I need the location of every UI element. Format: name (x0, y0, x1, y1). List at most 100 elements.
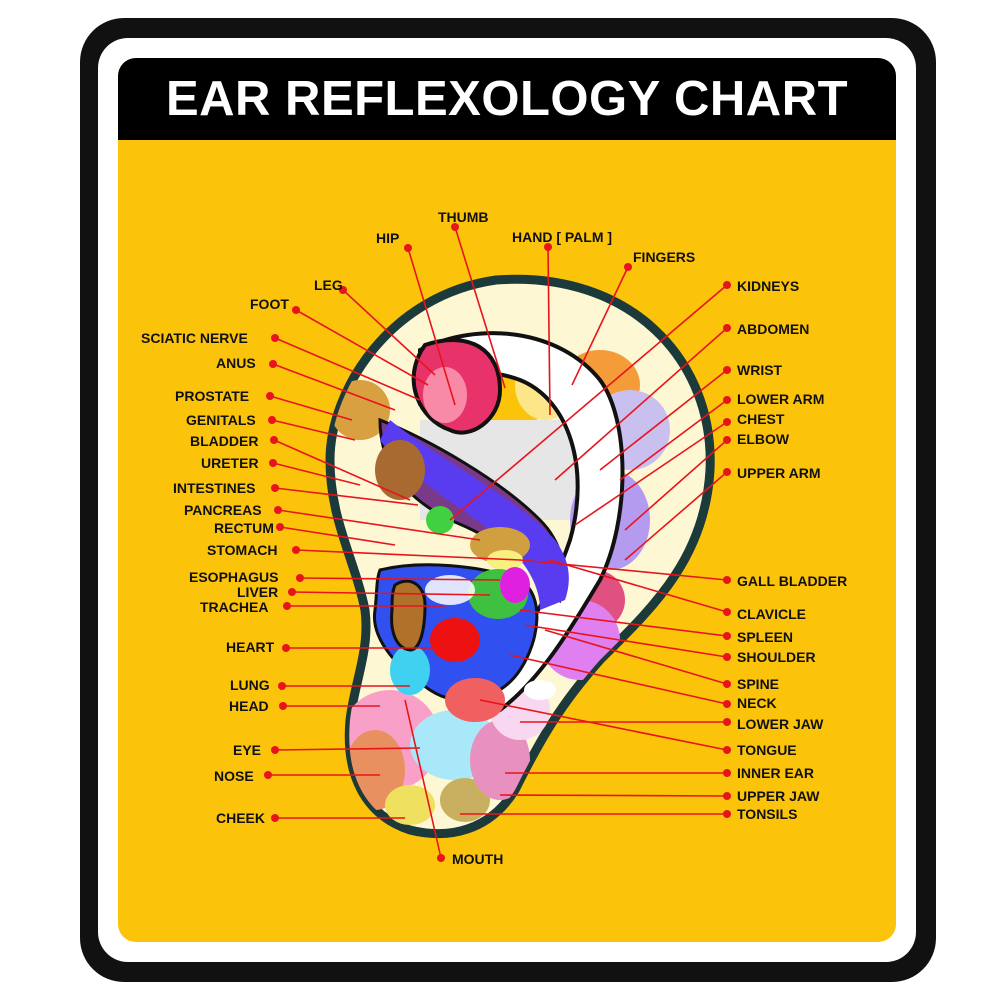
leader-line-upper-arm (624, 471, 728, 561)
leader-line-elbow (624, 439, 728, 531)
leader-dot-kidneys (723, 281, 731, 289)
label-shoulder: SHOULDER (737, 649, 816, 665)
chart-title: EAR REFLEXOLOGY CHART (165, 72, 849, 126)
leader-line-mouth (404, 699, 442, 859)
leader-line-shoulder (524, 624, 728, 658)
leader-line-neck (509, 654, 728, 705)
leader-dot-chest (723, 418, 731, 426)
zone-pancreas (426, 506, 454, 534)
leader-line-lower-arm (619, 399, 728, 481)
label-upper-arm: UPPER ARM (737, 465, 821, 481)
label-genitals: GENITALS (186, 412, 256, 428)
leader-dot-intestines (271, 484, 279, 492)
zone-upper-jaw (470, 720, 530, 800)
leader-dot-heart (282, 644, 290, 652)
leader-line-intestines (274, 487, 419, 506)
label-spleen: SPLEEN (737, 629, 793, 645)
leader-dot-fingers (624, 263, 632, 271)
label-prostate: PROSTATE (175, 388, 249, 404)
label-lung: LUNG (230, 677, 270, 693)
leader-dot-trachea (283, 602, 291, 610)
leader-dot-anus (269, 360, 277, 368)
leader-dot-ureter (269, 459, 277, 467)
leader-line-stomach (295, 549, 521, 561)
zone-lung (390, 645, 430, 695)
label-cheek: CHEEK (216, 810, 265, 826)
leader-line-ureter (272, 462, 361, 486)
label-lower-arm: LOWER ARM (737, 391, 824, 407)
zone-trachea (425, 575, 475, 605)
leader-dot-elbow (723, 436, 731, 444)
leader-dot-stomach (292, 546, 300, 554)
crus-band (380, 420, 569, 610)
leader-dot-inner-ear (723, 769, 731, 777)
label-leg: LEG (314, 277, 343, 293)
label-intestines: INTESTINES (173, 480, 255, 496)
leader-dot-lower-jaw (723, 718, 731, 726)
leader-dot-neck (723, 700, 731, 708)
leader-dot-liver (288, 588, 296, 596)
leader-line-leg (342, 289, 436, 376)
label-pancreas: PANCREAS (184, 502, 262, 518)
label-esophagus: ESOPHAGUS (189, 569, 278, 585)
label-mouth: MOUTH (452, 851, 503, 867)
leader-dot-spleen (723, 632, 731, 640)
leader-line-esophagus (299, 577, 501, 581)
leader-dot-tongue (723, 746, 731, 754)
label-fingers: FINGERS (633, 249, 695, 265)
leader-dot-thumb (451, 223, 459, 231)
leader-line-liver (291, 591, 491, 596)
leader-line-wrist (599, 369, 728, 471)
leader-line-hip (407, 247, 456, 406)
leader-dot-upper-arm (723, 468, 731, 476)
leader-line-tongue (479, 699, 728, 751)
leader-line-spleen (519, 609, 728, 637)
leader-line-spine (544, 629, 728, 685)
leader-dot-upper-jaw (723, 792, 731, 800)
label-heart: HEART (226, 639, 275, 655)
label-eye: EYE (233, 742, 261, 758)
leader-line-prostate (269, 395, 353, 421)
label-wrist: WRIST (737, 362, 783, 378)
leader-line-hand-palm (547, 246, 551, 416)
leader-dot-prostate (266, 392, 274, 400)
leader-dot-sciatic-nerve (271, 334, 279, 342)
leader-line-kidneys (449, 284, 728, 521)
label-rectum: RECTUM (214, 520, 274, 536)
label-thumb: THUMB (438, 209, 489, 225)
title-bar (118, 58, 896, 140)
labels: THUMB HIP HAND [ PALM ] FINGERS LEG FOOT… (141, 209, 847, 867)
leader-line-genitals (271, 419, 356, 441)
label-lower-jaw: LOWER JAW (737, 716, 824, 732)
zone-sciatic (330, 380, 390, 440)
label-hand-palm: HAND [ PALM ] (512, 229, 612, 245)
zone-intestines (375, 440, 425, 500)
label-hip: HIP (376, 230, 399, 246)
leader-line-anus (272, 363, 396, 411)
leader-dot-esophagus (296, 574, 304, 582)
label-ureter: URETER (201, 455, 259, 471)
label-anus: ANUS (216, 355, 256, 371)
leader-dot-rectum (276, 523, 284, 531)
zone-hip (423, 367, 467, 423)
label-tongue: TONGUE (737, 742, 797, 758)
leader-dot-hip (404, 244, 412, 252)
leader-dot-spine (723, 680, 731, 688)
leader-dot-foot (292, 306, 300, 314)
leader-line-sciatic-nerve (274, 337, 421, 401)
zone-esophagus (500, 567, 530, 603)
leader-dot-gall-bladder (723, 576, 731, 584)
leader-dots (264, 223, 731, 862)
zone-neck (524, 680, 556, 700)
leader-dot-tonsils (723, 810, 731, 818)
leader-line-upper-jaw (499, 794, 728, 797)
leader-line-bladder (273, 439, 411, 501)
label-kidneys: KIDNEYS (737, 278, 799, 294)
label-gall-bladder: GALL BLADDER (737, 573, 847, 589)
label-inner-ear: INNER EAR (737, 765, 814, 781)
leader-line-rectum (279, 526, 396, 546)
label-tonsils: TONSILS (737, 806, 797, 822)
leader-dot-cheek (271, 814, 279, 822)
leader-line-thumb (454, 226, 506, 389)
